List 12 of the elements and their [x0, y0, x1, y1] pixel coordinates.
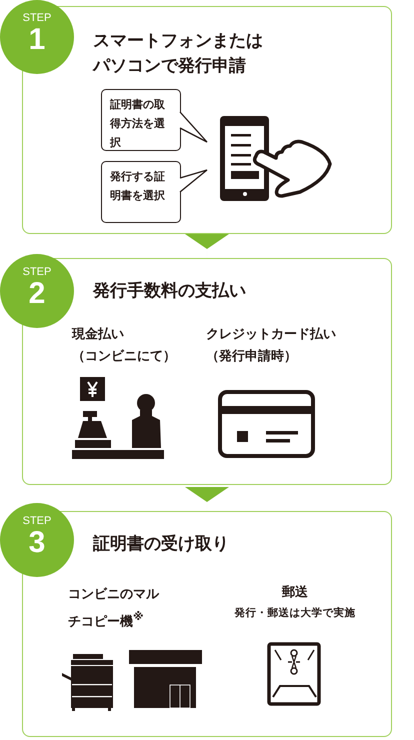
option-label: 現金払い（コンビニにて）: [72, 326, 177, 366]
speech-bubble: 発行する証明書を選択: [101, 161, 181, 223]
step-heading: 発行手数料の支払い: [93, 280, 247, 303]
step-badge: STEP 1: [0, 0, 74, 74]
step-badge: STEP 3: [0, 503, 74, 577]
note-text: 発行・郵送は大学で実施: [233, 606, 356, 620]
step-badge: STEP 2: [0, 254, 74, 328]
option-label: クレジットカード払い（発行申請時）: [206, 326, 337, 366]
step-heading: スマートフォンまたはパソコンで発行申請: [93, 30, 264, 78]
option-label: 郵送: [280, 584, 309, 602]
step-heading: 証明書の受け取り: [93, 533, 230, 556]
option-label: コンビニのマルチコピー機$^{※}$: [68, 586, 160, 632]
